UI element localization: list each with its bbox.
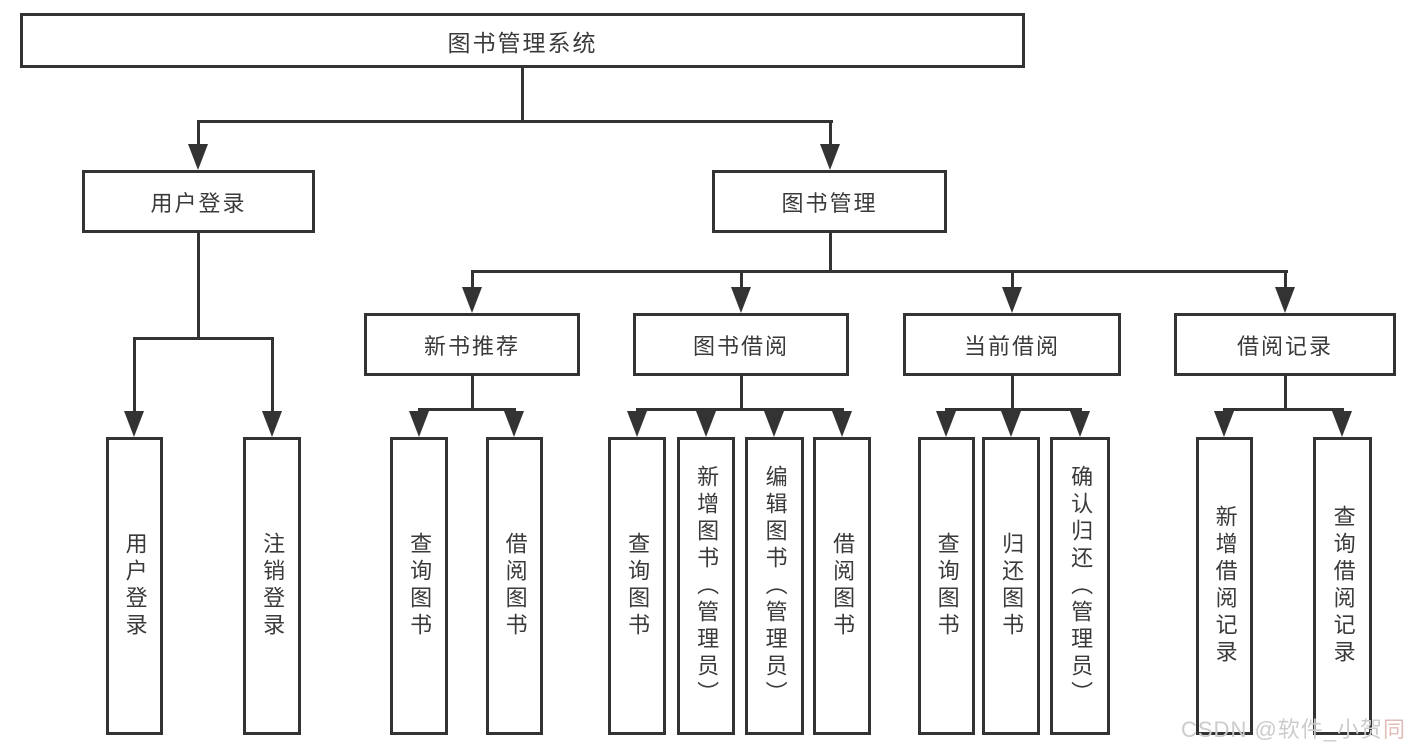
arrowhead-user-leaf1 (124, 411, 144, 437)
connector-current-drop (1011, 376, 1014, 408)
csdn-watermark-pink: 同学 (1383, 717, 1405, 742)
connector-book-mgmt-shaft (829, 120, 832, 150)
leaf-logout: 注销登录 (243, 437, 301, 735)
connector-newbooks-bar (418, 408, 516, 411)
connector-current-shaft (1011, 270, 1014, 292)
connector-book-drop (829, 233, 832, 270)
leaf-borrow-borrow: 借阅图书 (813, 437, 871, 735)
arrowhead-book-mgmt (820, 144, 840, 170)
node-current-borrow: 当前借阅 (903, 313, 1121, 376)
arrowhead-newbooks-leaf2 (504, 411, 524, 437)
arrowhead-newbooks (462, 287, 482, 313)
csdn-watermark: CSDN @软件_小贺同学 (1181, 712, 1405, 744)
connector-borrow-shaft (740, 270, 743, 292)
arrowhead-borrow-leaf1 (627, 411, 647, 437)
connector-user-leaf2-shaft (271, 337, 274, 417)
connector-user-bar (133, 337, 274, 340)
leaf-borrow-edit-admin: 编辑图书（管理员） (745, 437, 804, 735)
arrowhead-borrow-leaf2 (696, 411, 716, 437)
leaf-user-login: 用户登录 (106, 437, 163, 735)
node-book-borrow: 图书借阅 (633, 313, 849, 376)
leaf-borrow-query: 查询图书 (608, 437, 666, 735)
connector-level2-bar (197, 120, 833, 123)
connector-records-drop (1284, 376, 1287, 408)
arrowhead-current-leaf2 (1001, 411, 1021, 437)
node-library-system: 图书管理系统 (20, 13, 1025, 68)
arrowhead-current-leaf1 (936, 411, 956, 437)
connector-records-shaft (1284, 270, 1287, 292)
leaf-borrow-add-admin: 新增图书（管理员） (677, 437, 735, 735)
connector-borrow-bar (636, 408, 844, 411)
arrowhead-borrow (731, 287, 751, 313)
connector-records-bar (1223, 408, 1344, 411)
leaf-records-add: 新增借阅记录 (1196, 437, 1253, 735)
connector-newbooks-shaft (471, 270, 474, 292)
connector-user-login-shaft (197, 120, 200, 150)
csdn-watermark-gray: CSDN @软件_小贺 (1181, 717, 1384, 742)
arrowhead-user-leaf2 (262, 411, 282, 437)
arrowhead-newbooks-leaf1 (409, 411, 429, 437)
arrowhead-borrow-leaf4 (832, 411, 852, 437)
node-user-login: 用户登录 (82, 170, 315, 233)
connector-newbooks-drop (471, 376, 474, 408)
node-book-mgmt: 图书管理 (712, 170, 947, 233)
arrowhead-records (1275, 287, 1295, 313)
arrowhead-records-leaf2 (1332, 411, 1352, 437)
arrowhead-user-login (188, 144, 208, 170)
leaf-current-query: 查询图书 (918, 437, 975, 735)
node-borrow-records: 借阅记录 (1174, 313, 1396, 376)
connector-user-leaf1-shaft (133, 337, 136, 417)
leaf-newbooks-query: 查询图书 (390, 437, 448, 735)
arrowhead-current-leaf3 (1070, 411, 1090, 437)
arrowhead-records-leaf1 (1214, 411, 1234, 437)
arrowhead-borrow-leaf3 (764, 411, 784, 437)
connector-borrow-drop (740, 376, 743, 408)
connector-current-bar (945, 408, 1082, 411)
connector-level3-bar (471, 270, 1288, 273)
arrowhead-current (1002, 287, 1022, 313)
node-new-books: 新书推荐 (364, 313, 580, 376)
connector-user-drop (197, 233, 200, 337)
connector-root-drop (521, 68, 524, 120)
leaf-current-confirm-admin: 确认归还（管理员） (1050, 437, 1110, 735)
leaf-records-query: 查询借阅记录 (1313, 437, 1372, 735)
leaf-newbooks-borrow: 借阅图书 (486, 437, 543, 735)
leaf-current-return: 归还图书 (982, 437, 1040, 735)
